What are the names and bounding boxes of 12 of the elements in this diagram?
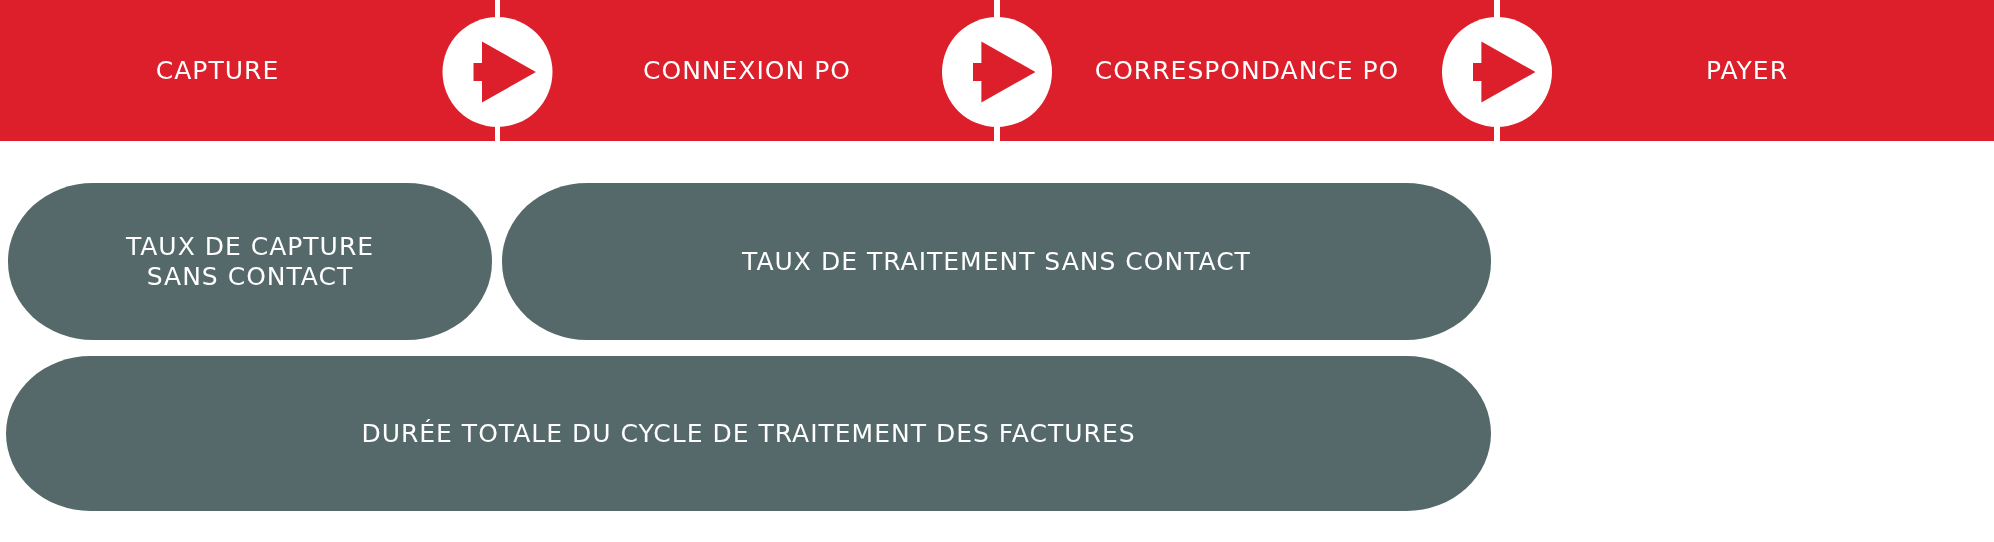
stage-box	[0, 0, 495, 141]
stage-box	[1500, 0, 1994, 141]
stage-label: CONNEXION PO	[643, 55, 851, 86]
arrow	[973, 41, 1036, 103]
arrow	[1473, 41, 1536, 103]
metric-label: DURÉE TOTALE DU CYCLE DE TRAITEMENT DES FACTURES	[361, 418, 1136, 449]
stage-label: PAYER	[1705, 55, 1789, 86]
stage-label: CORRESPONDANCE PO	[1094, 55, 1400, 86]
stage-label: CAPTURE	[155, 55, 280, 86]
arrow	[473, 41, 536, 103]
metric-label: TAUX DE TRAITEMENT SANS CONTACT	[742, 246, 1251, 277]
metric-label: TAUX DE CAPTURE SANS CONTACT	[124, 231, 376, 292]
